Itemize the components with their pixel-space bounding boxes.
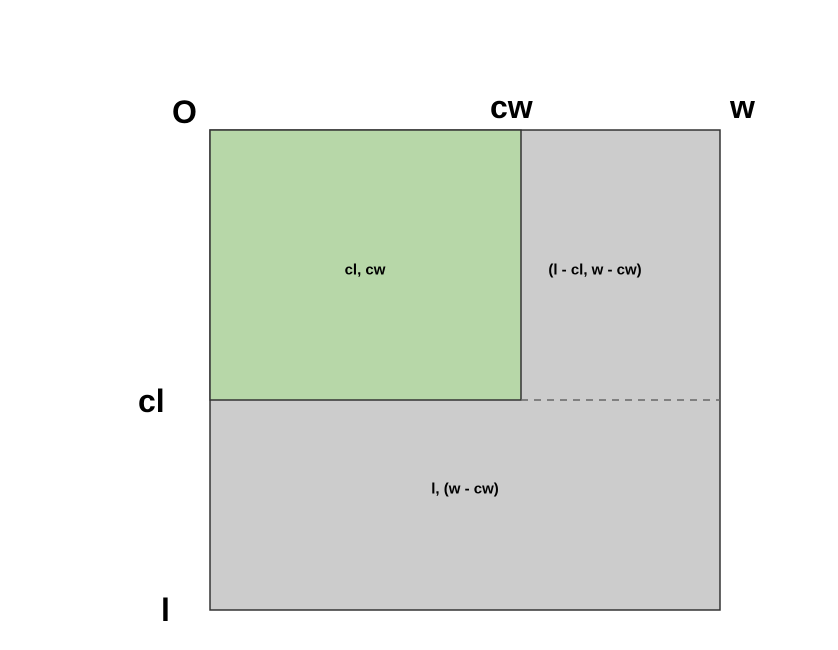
l-label: l [161, 592, 170, 628]
w-label: w [730, 89, 755, 125]
corner-region-label: cl, cw [344, 261, 386, 279]
cl-label: cl [138, 383, 165, 419]
cw-label: cw [490, 89, 533, 125]
right-region-label: (l - cl, w - cw) [548, 261, 642, 279]
bottom-region-label: l, (w - cw) [431, 480, 499, 498]
corner-rectangle [209, 129, 522, 401]
origin-label: O [172, 94, 197, 130]
